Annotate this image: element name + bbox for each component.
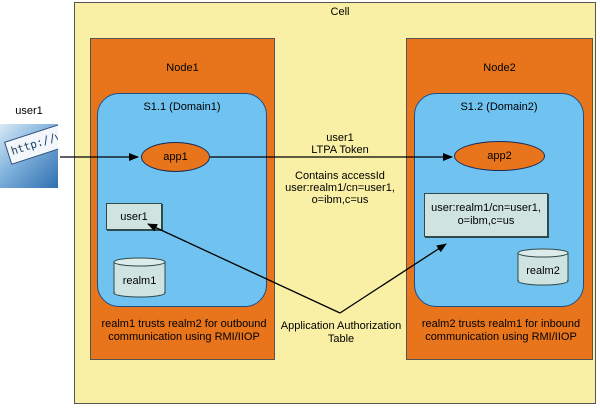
- node1-trust-line2: communication using RMI/IIOP: [108, 331, 260, 343]
- app1-node: app1: [141, 142, 210, 172]
- node2-label: Node2: [483, 62, 516, 74]
- token-type-label: LTPA Token: [311, 144, 369, 156]
- user-label: user1: [15, 105, 43, 117]
- node2-trust-line1: realm2 trusts realm1 for inbound: [421, 318, 581, 330]
- auth-table-to-user-realm-arrow: [339, 243, 447, 314]
- realm1-database-icon: [113, 257, 166, 298]
- token-accessid-line1: user:realm1/cn=user1,: [285, 182, 395, 194]
- app2-label: app2: [487, 150, 512, 162]
- cell-label: Cell: [330, 6, 350, 18]
- token-user-label: user1: [326, 132, 354, 144]
- realm2-label: realm2: [526, 265, 560, 277]
- node1-trust-line1: realm1 trusts realm2 for outbound: [101, 318, 267, 330]
- auth-table-to-user1-arrow: [147, 223, 341, 314]
- server-s1-1-label: S1.1 (Domain1): [143, 101, 221, 113]
- server-s1-2-label: S1.2 (Domain2): [460, 101, 538, 113]
- node2-user-box: user:realm1/cn=user1, o=ibm,c=us: [424, 193, 548, 237]
- node1-user-label: user1: [120, 210, 148, 223]
- node2-user-line2: o=ibm,c=us: [457, 215, 515, 227]
- node2-user-line1: user:realm1/cn=user1,: [431, 202, 541, 214]
- token-accessid-line2: o=ibm,c=us: [311, 194, 369, 206]
- app1-label: app1: [163, 151, 188, 163]
- auth-table-line2: Table: [327, 333, 355, 345]
- browser-image: http://ww: [0, 124, 58, 188]
- token-contains-label: Contains accessId: [295, 170, 385, 182]
- node2-trust-line2: communication using RMI/IIOP: [425, 331, 577, 343]
- auth-table-line1: Application Authorization: [280, 320, 402, 332]
- realm2-database-icon: [517, 248, 569, 286]
- app2-node: app2: [454, 141, 545, 171]
- realm1-label: realm1: [122, 275, 157, 287]
- node1-label: Node1: [166, 62, 199, 74]
